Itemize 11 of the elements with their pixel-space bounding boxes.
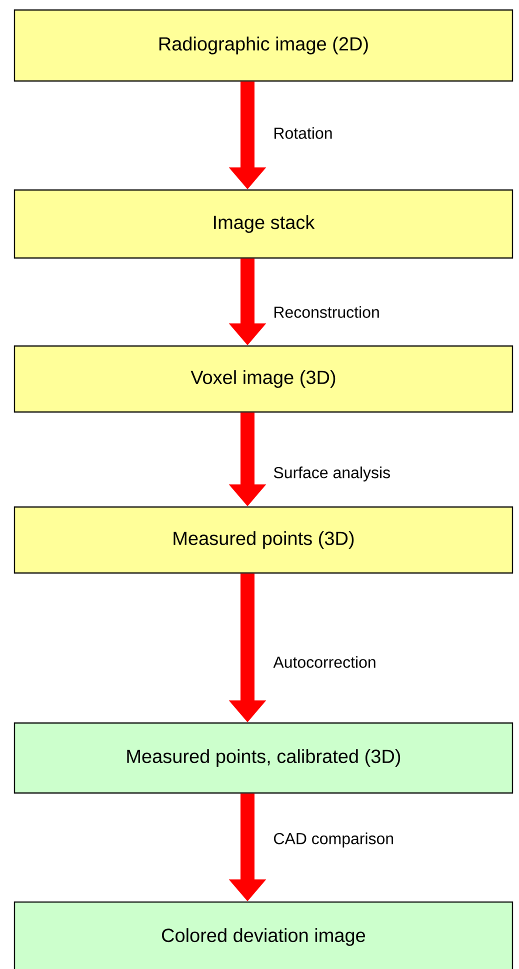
edge-label: Reconstruction: [274, 306, 379, 318]
edge-label: Surface analysis: [274, 466, 390, 482]
process-box: Measured points, calibrated (3D): [14, 722, 514, 794]
process-box: Colored deviation image: [14, 901, 514, 969]
edge-label: Autocorrection: [273, 656, 376, 668]
process-box: Voxel image (3D): [14, 345, 514, 413]
process-box: Radiographic image (2D): [14, 9, 514, 82]
process-box: Measured points (3D): [14, 506, 514, 574]
process-box: Image stack: [14, 189, 514, 259]
edge-label: CAD comparison: [274, 832, 394, 848]
edge-label: Rotation: [274, 127, 332, 139]
